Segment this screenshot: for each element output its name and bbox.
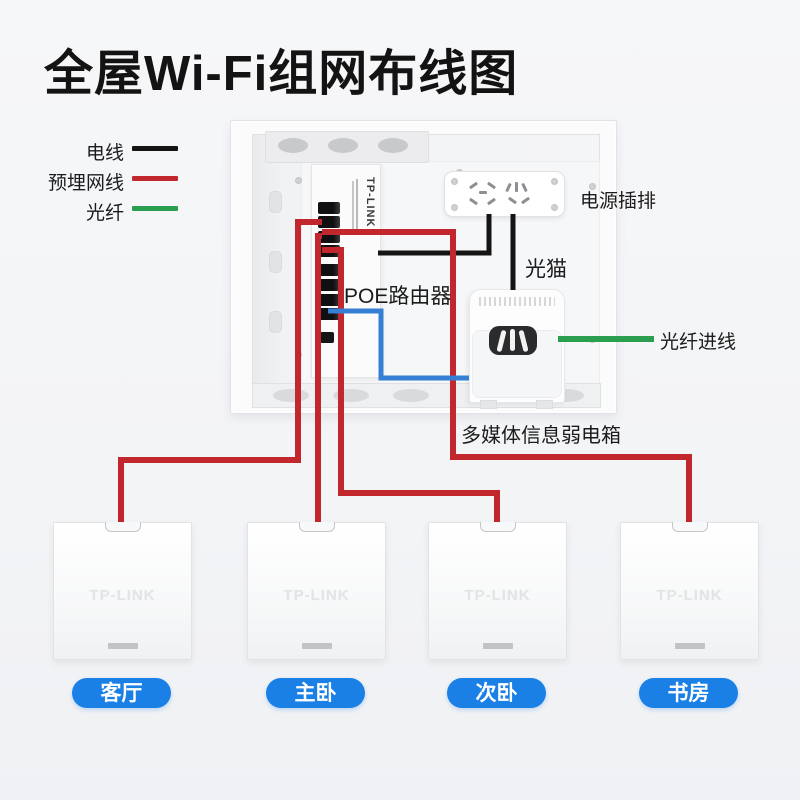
rail-hole: [333, 389, 369, 402]
panel-cable-tab: [479, 522, 516, 532]
panel-indicator-bar: [107, 643, 138, 649]
optical-modem: [469, 289, 565, 409]
router-port: [318, 245, 340, 257]
wall-slot: [269, 191, 282, 213]
screw: [451, 204, 458, 211]
panel-brand-text: TP-LINK: [464, 587, 531, 604]
router-port: [318, 264, 340, 276]
panel-indicator-bar: [674, 643, 705, 649]
ap-panel-study: TP-LINK: [620, 522, 759, 660]
socket-pin: [520, 196, 531, 205]
socket-pin: [479, 191, 487, 194]
poe-router: TP-LINK: [311, 164, 381, 378]
screw: [295, 177, 302, 184]
ap-panel-master-bedroom: TP-LINK: [247, 522, 386, 660]
screw: [295, 351, 302, 358]
screw: [589, 183, 596, 190]
rail-hole: [278, 138, 308, 153]
modem-foot: [536, 400, 553, 409]
legend-label: 电线: [85, 143, 124, 164]
legend: 电线 预埋网线 光纤: [30, 136, 180, 226]
router-power-port: [320, 332, 334, 343]
room-button-study[interactable]: 书房: [639, 678, 738, 708]
socket-pin: [521, 182, 528, 193]
wall-slot: [269, 251, 282, 273]
panel-indicator-bar: [482, 643, 513, 649]
legend-label: 预埋网线: [47, 173, 124, 194]
legend-item-embedded-lan: 预埋网线: [30, 166, 180, 196]
router-port: [318, 231, 340, 243]
grille-slat: [510, 329, 515, 351]
rail-hole: [273, 389, 309, 402]
room-button-living-room[interactable]: 客厅: [72, 678, 171, 708]
page-title: 全屋Wi-Fi组网布线图: [44, 47, 519, 101]
modem-label: 光猫: [525, 258, 567, 281]
screw: [589, 336, 596, 343]
legend-item-fiber: 光纤: [30, 196, 180, 226]
panel-brand-text: TP-LINK: [89, 587, 156, 604]
poe-router-label: POE路由器: [344, 285, 452, 308]
router-model-text: [356, 179, 358, 231]
panel-indicator-bar: [301, 643, 332, 649]
modem-grille: [489, 326, 537, 355]
legend-label: 光纤: [85, 203, 124, 224]
grille-slat: [496, 329, 507, 353]
ap-panel-living-room: TP-LINK: [53, 522, 192, 660]
power-strip: [444, 171, 565, 217]
router-brand-text: TP-LINK: [364, 177, 376, 228]
panel-brand-text: TP-LINK: [656, 587, 723, 604]
power-strip-label: 电源插排: [580, 191, 657, 212]
room-button-second-bedroom[interactable]: 次卧: [447, 678, 546, 708]
legend-swatch-fiber: [132, 206, 178, 211]
rail-hole: [393, 389, 429, 402]
socket-pin: [486, 181, 497, 190]
socket-pin: [507, 196, 518, 205]
router-port: [318, 202, 340, 214]
socket-pin: [505, 182, 512, 193]
legend-swatch-power-wire: [132, 146, 178, 151]
grille-slat: [518, 329, 529, 353]
fiber-inlet-label: 光纤进线: [660, 332, 737, 353]
room-button-master-bedroom[interactable]: 主卧: [266, 678, 365, 708]
screw: [551, 204, 558, 211]
screw: [451, 178, 458, 185]
panel-cable-tab: [671, 522, 708, 532]
panel-cable-tab: [104, 522, 141, 532]
panel-brand-text: TP-LINK: [283, 587, 350, 604]
screw: [551, 178, 558, 185]
router-port: [318, 216, 340, 228]
legend-swatch-embedded-lan: [132, 176, 178, 181]
ap-panel-second-bedroom: TP-LINK: [428, 522, 567, 660]
rail-hole: [378, 138, 408, 153]
wall-slot: [269, 311, 282, 333]
modem-foot: [480, 400, 497, 409]
router-port: [318, 294, 340, 306]
box-top-rail: [265, 131, 429, 163]
router-port: [318, 279, 340, 291]
socket-pin: [486, 197, 497, 206]
modem-vents: [479, 297, 555, 306]
panel-cable-tab: [298, 522, 335, 532]
rail-hole: [328, 138, 358, 153]
socket-pin: [468, 197, 479, 206]
router-port: [318, 308, 340, 320]
legend-item-power-wire: 电线: [30, 136, 180, 166]
weak-box-label: 多媒体信息弱电箱: [461, 425, 621, 447]
socket-pin: [515, 182, 518, 192]
socket-pin: [468, 181, 479, 190]
